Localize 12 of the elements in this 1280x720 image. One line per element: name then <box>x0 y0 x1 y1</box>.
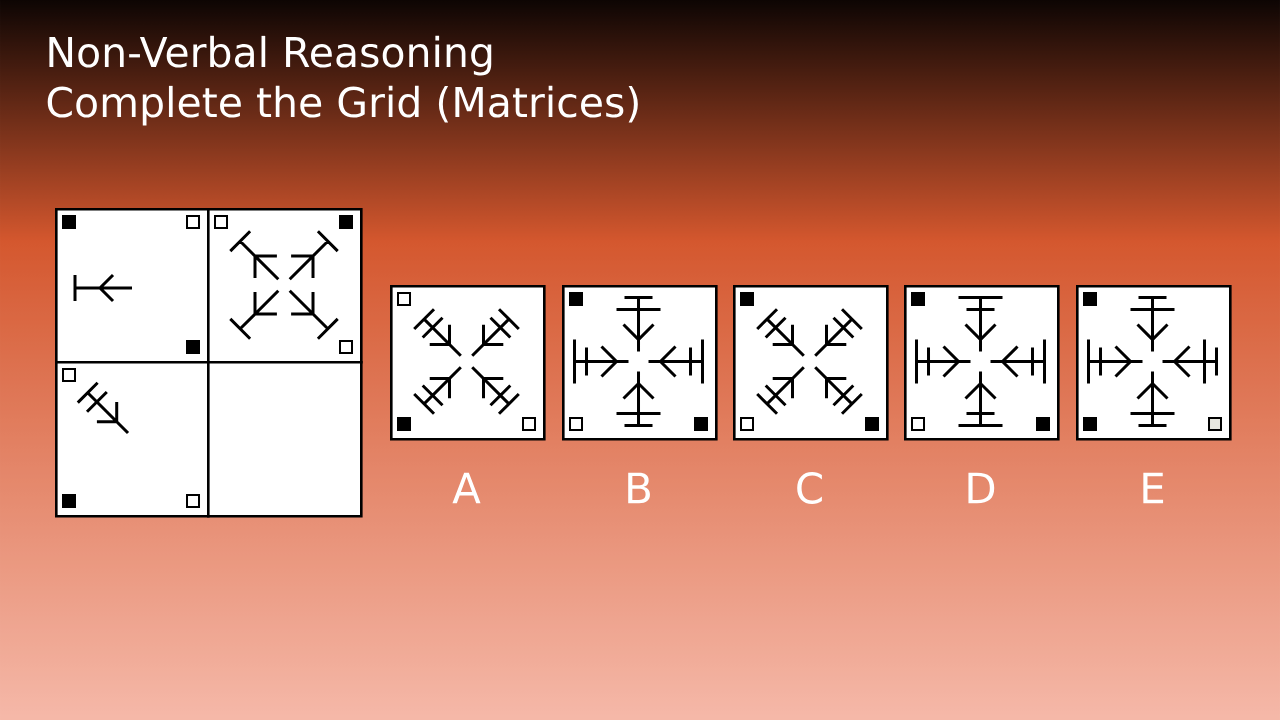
answer-box <box>390 285 546 441</box>
grid-cell <box>55 361 210 518</box>
grid-cell <box>207 361 363 518</box>
option-letter: A <box>452 472 481 504</box>
subtitle: Complete the Grid (Matrices) <box>47 85 638 126</box>
title: Non-Verbal Reasoning <box>49 35 492 76</box>
option-letter: E <box>1143 472 1164 504</box>
option-letter: D <box>968 472 995 504</box>
option-letter: C <box>797 472 822 504</box>
answer-box <box>733 285 889 441</box>
option-letter: B <box>628 472 650 504</box>
grid-cell <box>55 208 210 364</box>
